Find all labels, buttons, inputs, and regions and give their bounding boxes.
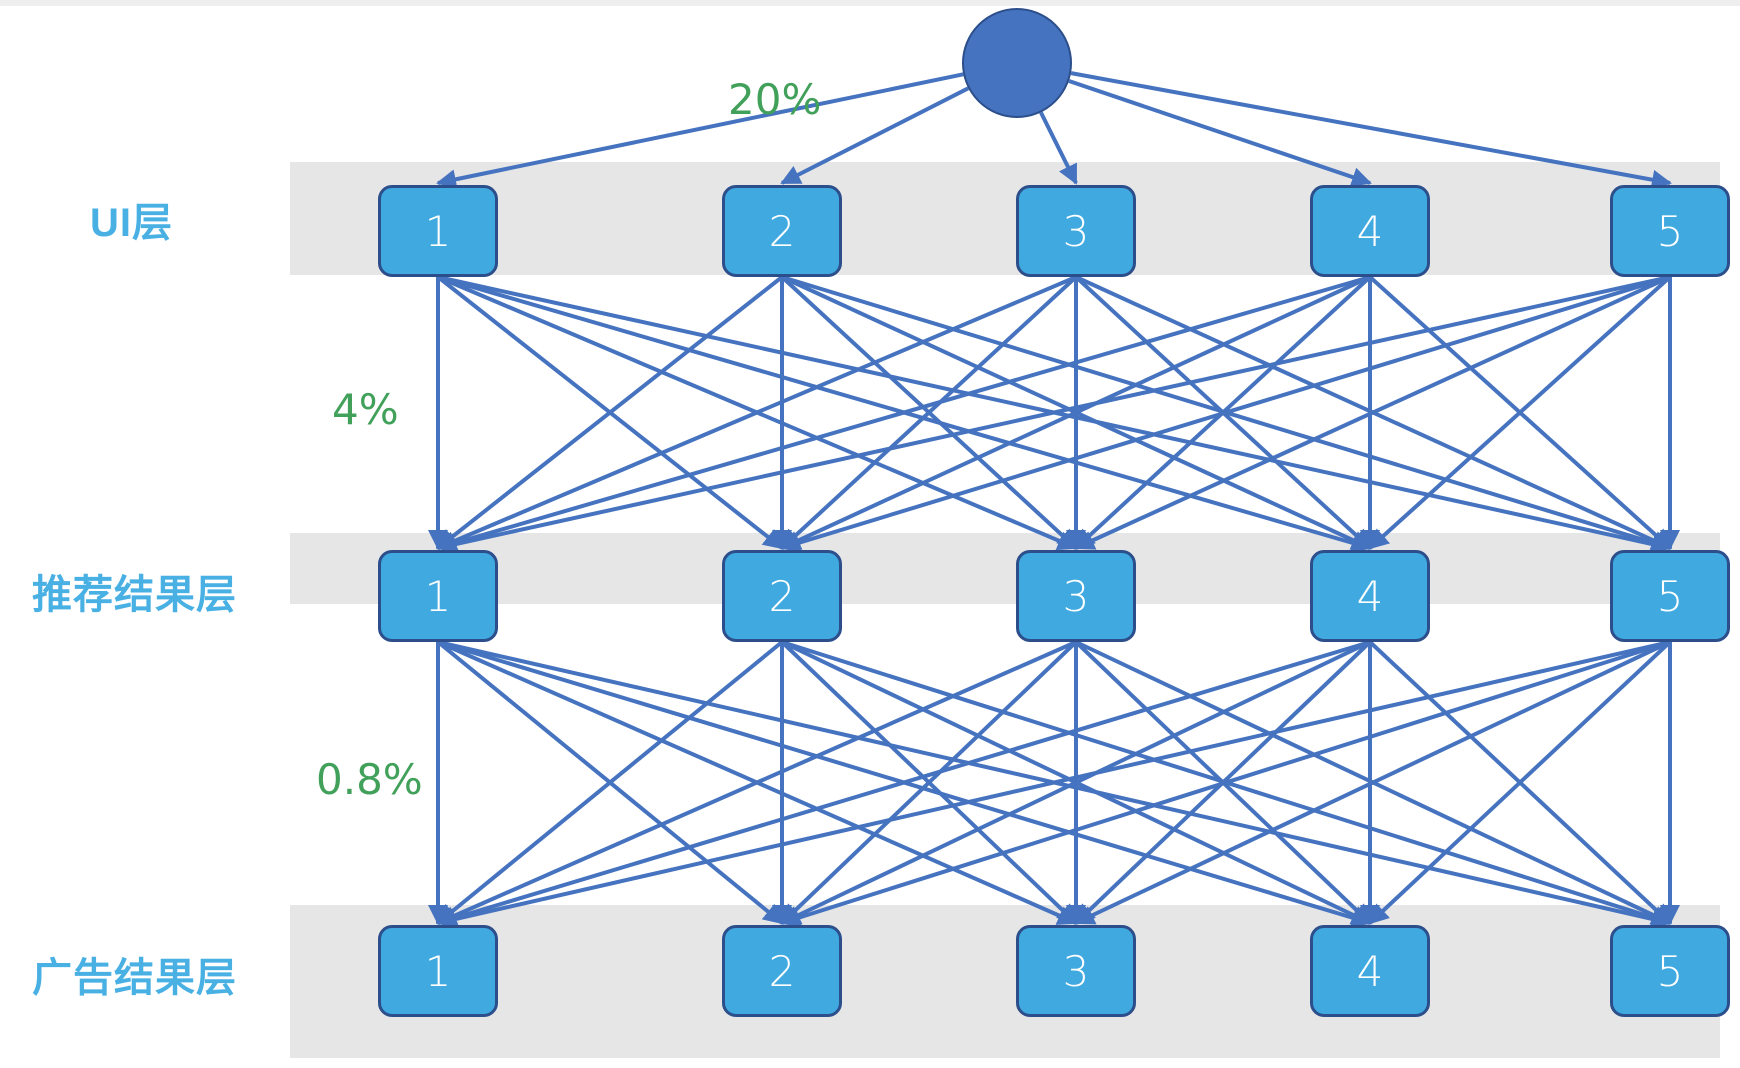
percent-label-root-to-ui: 20% [728, 75, 822, 124]
edge [437, 275, 1372, 553]
node-recommend-5[interactable]: 5 [1610, 550, 1730, 642]
node-ui-4[interactable]: 4 [1310, 185, 1430, 277]
edge [1074, 275, 1372, 550]
edge [1074, 640, 1671, 925]
edge [436, 275, 1671, 554]
node-ad-5[interactable]: 5 [1610, 925, 1730, 1017]
node-ui-3[interactable]: 3 [1016, 185, 1136, 277]
edge [780, 640, 1671, 928]
edge [436, 275, 1077, 551]
node-ad-4[interactable]: 4 [1310, 925, 1430, 1017]
edge [780, 275, 1671, 553]
edge [781, 275, 1672, 553]
layer-label-recommend: 推荐结果层 [32, 573, 237, 617]
edge [781, 275, 1372, 550]
layer-band-ad [290, 905, 1720, 1058]
edge [436, 275, 1371, 553]
node-ad-1[interactable]: 1 [378, 925, 498, 1017]
edge [436, 275, 784, 550]
layer-label-ui: UI层 [90, 201, 173, 245]
edge [437, 275, 1078, 551]
node-ui-1[interactable]: 1 [378, 185, 498, 277]
node-ui-5[interactable]: 5 [1610, 185, 1730, 277]
top-divider [0, 0, 1740, 6]
edge [437, 640, 1372, 928]
edge [437, 640, 1672, 929]
node-recommend-2[interactable]: 2 [722, 550, 842, 642]
edge [1074, 275, 1372, 550]
node-ui-2[interactable]: 2 [722, 185, 842, 277]
edge [1368, 275, 1672, 550]
node-recommend-4[interactable]: 4 [1310, 550, 1430, 642]
edge [437, 275, 1672, 554]
edge [1074, 640, 1372, 925]
edge [780, 640, 1371, 925]
edge [436, 640, 784, 925]
node-ad-2[interactable]: 2 [722, 925, 842, 1017]
edge [1075, 275, 1672, 550]
edge [436, 640, 784, 925]
node-ad-3[interactable]: 3 [1016, 925, 1136, 1017]
layer-band-recommend [290, 533, 1720, 604]
layer-label-ad: 广告结果层 [32, 956, 237, 1000]
edge [1368, 640, 1672, 925]
root-node[interactable] [962, 8, 1072, 118]
edge [781, 640, 1672, 928]
node-recommend-3[interactable]: 3 [1016, 550, 1136, 642]
edge [780, 275, 1371, 550]
edge [780, 275, 1078, 550]
edge [1075, 640, 1672, 925]
edge [1368, 640, 1672, 925]
edge [780, 640, 1078, 925]
edge [780, 275, 1078, 550]
node-recommend-1[interactable]: 1 [378, 550, 498, 642]
edge [436, 640, 1371, 928]
edge [1074, 275, 1671, 550]
edge [436, 640, 1671, 929]
percent-label-recommend-to-ad: 0.8% [316, 755, 423, 804]
edge [781, 640, 1372, 925]
edge [780, 640, 1078, 925]
layer-band-ui [290, 162, 1720, 275]
edge [1074, 640, 1372, 925]
edge [436, 640, 1077, 925]
percent-label-ui-to-recommend: 4% [332, 385, 399, 434]
edge [436, 275, 784, 550]
edge [1368, 275, 1672, 550]
edge [437, 640, 1078, 925]
